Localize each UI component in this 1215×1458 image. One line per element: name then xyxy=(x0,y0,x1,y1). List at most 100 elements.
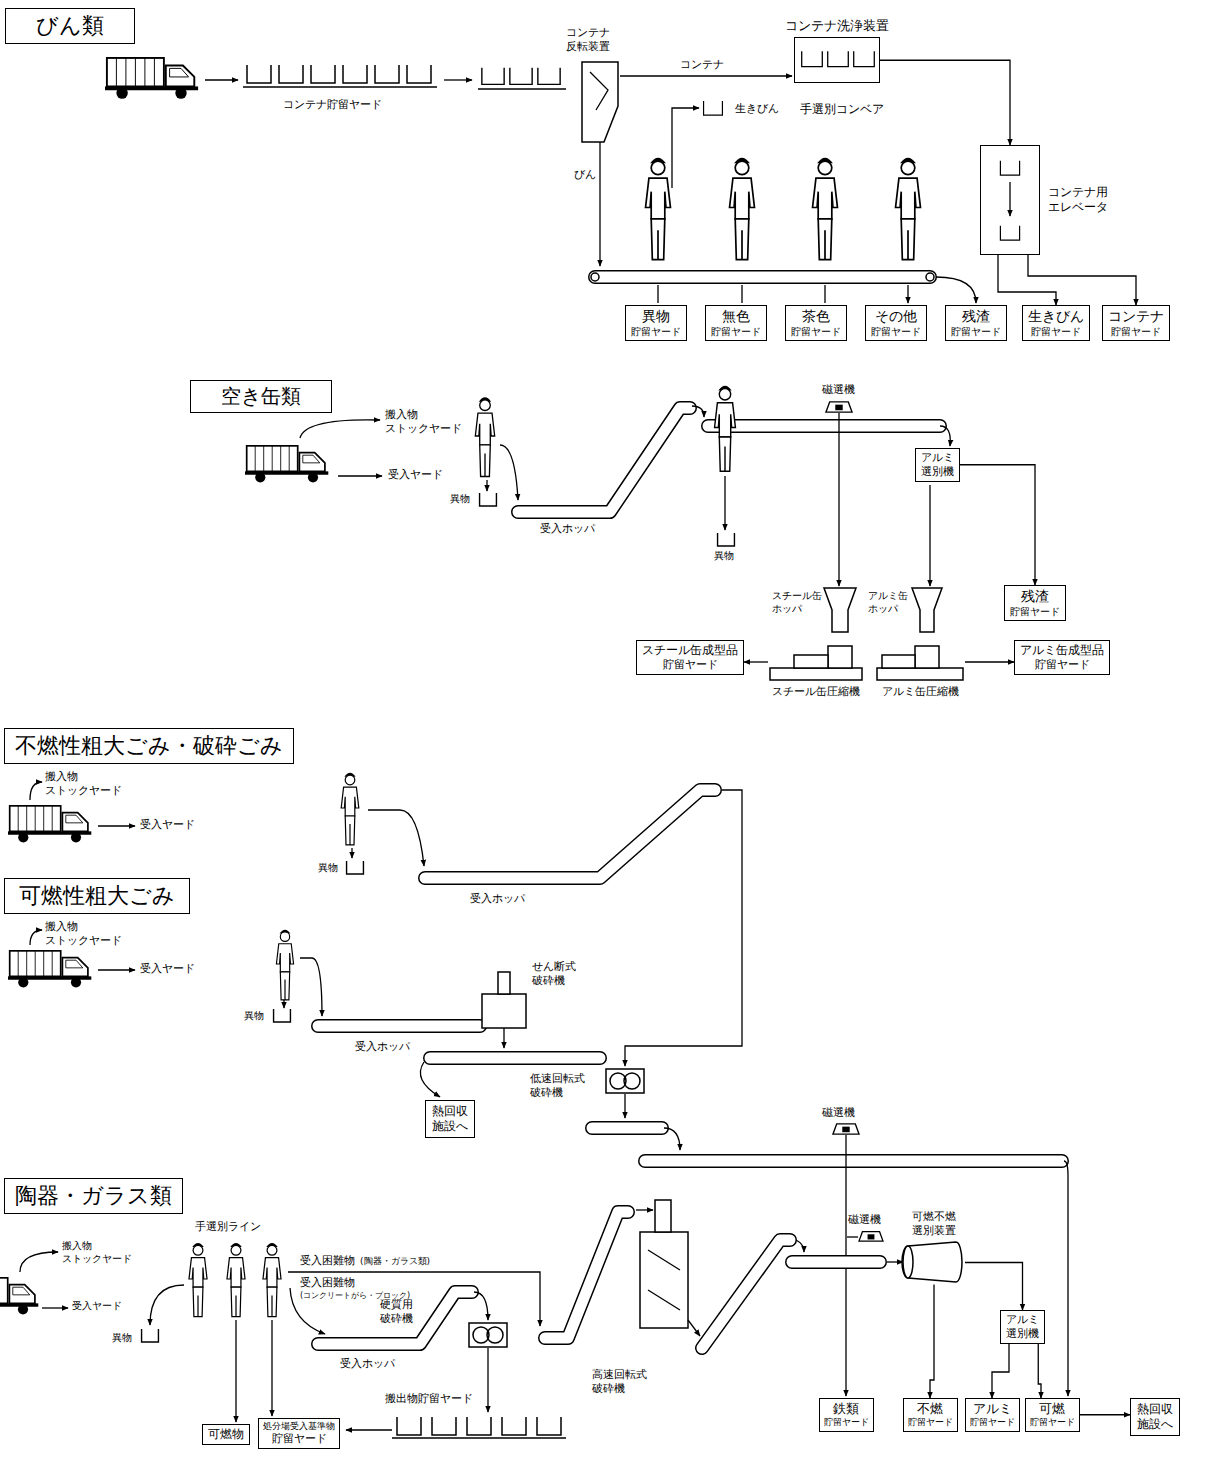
line-art xyxy=(730,158,755,260)
label-text: 異物 xyxy=(318,862,338,875)
node-text: 残渣 xyxy=(1021,588,1049,606)
storage-yard-box: その他貯留ヤード xyxy=(865,305,927,341)
storage-yard-box: 無色貯留ヤード xyxy=(705,305,767,341)
label-text: コンテナ貯留ヤード xyxy=(283,98,382,112)
flow-line xyxy=(338,475,382,476)
conveyor-belt xyxy=(545,1212,628,1338)
node-subtext: 貯留ヤード xyxy=(951,326,1001,339)
flow-line xyxy=(936,277,976,303)
line-art xyxy=(105,58,198,99)
storage-yard-box: コンテナ貯留ヤード xyxy=(1102,305,1170,341)
sorter-unit: 可燃不燃 選別装置 xyxy=(903,1210,965,1285)
line-art xyxy=(279,65,303,83)
node-subtext: 貯留ヤード xyxy=(871,326,921,339)
node-subtext: 貯留ヤード xyxy=(711,326,761,339)
line-art xyxy=(480,493,497,506)
label-text: スチール缶 ホッパ xyxy=(772,590,822,615)
label-text: 異物 xyxy=(714,550,734,563)
heading-box: 陶器・ガラス類 xyxy=(4,1178,183,1214)
equipment-shape xyxy=(877,668,963,680)
line-art xyxy=(1000,226,1019,240)
conveyor-belt xyxy=(425,790,715,878)
storage-yard-box: アルミ缶成型品貯留ヤード xyxy=(1014,640,1110,675)
equipment-shape xyxy=(498,972,510,994)
line-art xyxy=(245,446,328,483)
flow-line xyxy=(478,88,566,89)
label-text: 受入ホッパ xyxy=(540,522,595,536)
node-subtext: 貯留ヤード xyxy=(908,1417,953,1428)
equipment-shape xyxy=(912,588,942,632)
line-art xyxy=(833,1124,859,1134)
flow-line xyxy=(243,86,437,87)
flow-line xyxy=(30,782,42,800)
destination-box: 熱回収 施設へ xyxy=(425,1100,475,1138)
flow-line xyxy=(688,1320,700,1336)
heading-box: 空き缶類 xyxy=(190,380,332,413)
flow-line xyxy=(590,72,608,110)
node-text: 茶色 xyxy=(802,308,830,326)
line-art xyxy=(311,65,335,83)
conveyor-belt xyxy=(592,1123,662,1134)
heading-box: びん類 xyxy=(5,8,135,44)
equipment-outline xyxy=(768,642,863,682)
label-text: アルミ缶 ホッパ xyxy=(868,590,908,615)
node-subtext: 貯留ヤード xyxy=(1010,606,1060,619)
flow-line xyxy=(648,1250,680,1310)
line-art xyxy=(347,861,364,874)
flow-line xyxy=(887,1261,903,1262)
label-text: 受入困難物 xyxy=(300,1254,355,1268)
equipment-shape xyxy=(926,273,934,281)
label-text: 受入ホッパ xyxy=(470,892,525,906)
flow-line xyxy=(288,1272,540,1326)
flow-line xyxy=(672,108,699,188)
flow-line xyxy=(838,413,839,586)
line-art xyxy=(510,68,532,85)
flow-arrow xyxy=(880,60,1010,145)
conveyor-belt xyxy=(702,1240,790,1348)
node-text: びん類 xyxy=(36,12,104,40)
node-subtext: 貯留ヤード xyxy=(1111,326,1161,339)
node-subtext: 貯留ヤード xyxy=(663,658,718,672)
flow-line xyxy=(724,476,725,530)
conveyor-belt xyxy=(595,270,930,284)
heading-box: 不燃性粗大ごみ・破砕ごみ xyxy=(4,728,294,764)
node-text: 生きびん xyxy=(1028,308,1084,326)
flow-line xyxy=(300,420,380,438)
node-subtext: 貯留ヤード xyxy=(1035,658,1090,672)
line-art xyxy=(606,1069,644,1093)
heading-box: 可燃性粗大ごみ xyxy=(4,878,190,914)
node-text: 可燃性粗大ごみ xyxy=(19,882,175,910)
destination-box: 熱回収 施設へ xyxy=(1130,1398,1180,1436)
conveyor-belt xyxy=(645,1156,1062,1167)
node-text: 鉄類 xyxy=(833,1401,859,1417)
flow-line xyxy=(205,79,238,80)
line-art xyxy=(813,158,838,260)
label-text: 生きびん xyxy=(735,102,779,116)
conveyor-belt xyxy=(518,408,690,512)
line-art xyxy=(802,51,823,66)
line-art xyxy=(467,1417,491,1435)
label-text: コンテナ xyxy=(680,58,724,72)
compressor-unit: スチール缶圧縮機 xyxy=(768,642,863,699)
flow-line xyxy=(636,1209,653,1210)
equipment-outline xyxy=(903,1241,965,1285)
storage-yard-box: 可燃貯留ヤード xyxy=(1025,1398,1080,1432)
storage-yard-box: 異物貯留ヤード xyxy=(625,305,687,341)
flow-line xyxy=(620,75,792,76)
line-art xyxy=(896,158,921,260)
line-art xyxy=(341,773,359,845)
conveyor-belt xyxy=(518,408,690,512)
flow-line xyxy=(500,445,518,500)
line-art xyxy=(8,951,91,988)
storage-yard-box: 茶色貯留ヤード xyxy=(785,305,847,341)
line-art xyxy=(375,65,399,83)
conveyor-belt xyxy=(792,1257,880,1268)
node-text: コンテナ xyxy=(1108,308,1164,326)
node-text: コンテナ用 エレベータ xyxy=(1048,185,1108,215)
conveyor-belt xyxy=(595,272,930,283)
line-art xyxy=(0,1278,38,1315)
node-subtext: 貯留ヤード xyxy=(824,1417,869,1428)
flow-line xyxy=(487,1348,488,1412)
